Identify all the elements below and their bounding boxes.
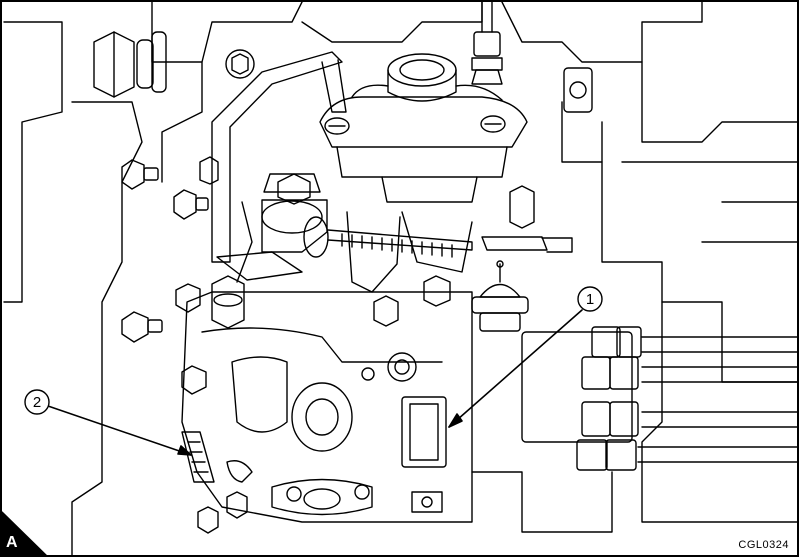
figure-code: CGL0324 — [738, 539, 789, 551]
leader-1-arrow — [448, 413, 463, 428]
callout-2-label: 2 — [33, 394, 41, 411]
callout-2: 2 — [24, 389, 50, 415]
callout-leaders — [47, 309, 583, 456]
boost-compensator — [319, 53, 528, 203]
bracket-arm — [211, 51, 347, 263]
top-left-fasteners — [93, 31, 255, 98]
panel-label: A — [6, 534, 18, 551]
timing-marks — [181, 431, 215, 483]
sensor-plate — [401, 396, 447, 468]
pump-body — [181, 291, 473, 523]
leader-2 — [47, 405, 192, 456]
callout-1: 1 — [577, 286, 603, 312]
callout-1-label: 1 — [586, 291, 594, 308]
leader-1 — [448, 309, 583, 428]
leader-2-arrow — [177, 445, 192, 456]
fuel-line — [471, 2, 593, 113]
hex-bolts — [121, 156, 535, 534]
injector-lines — [471, 326, 797, 533]
cap-fitting — [471, 260, 529, 332]
corner-tab — [2, 511, 47, 555]
engine-block-outline — [3, 2, 797, 555]
lever-assembly — [216, 173, 573, 293]
